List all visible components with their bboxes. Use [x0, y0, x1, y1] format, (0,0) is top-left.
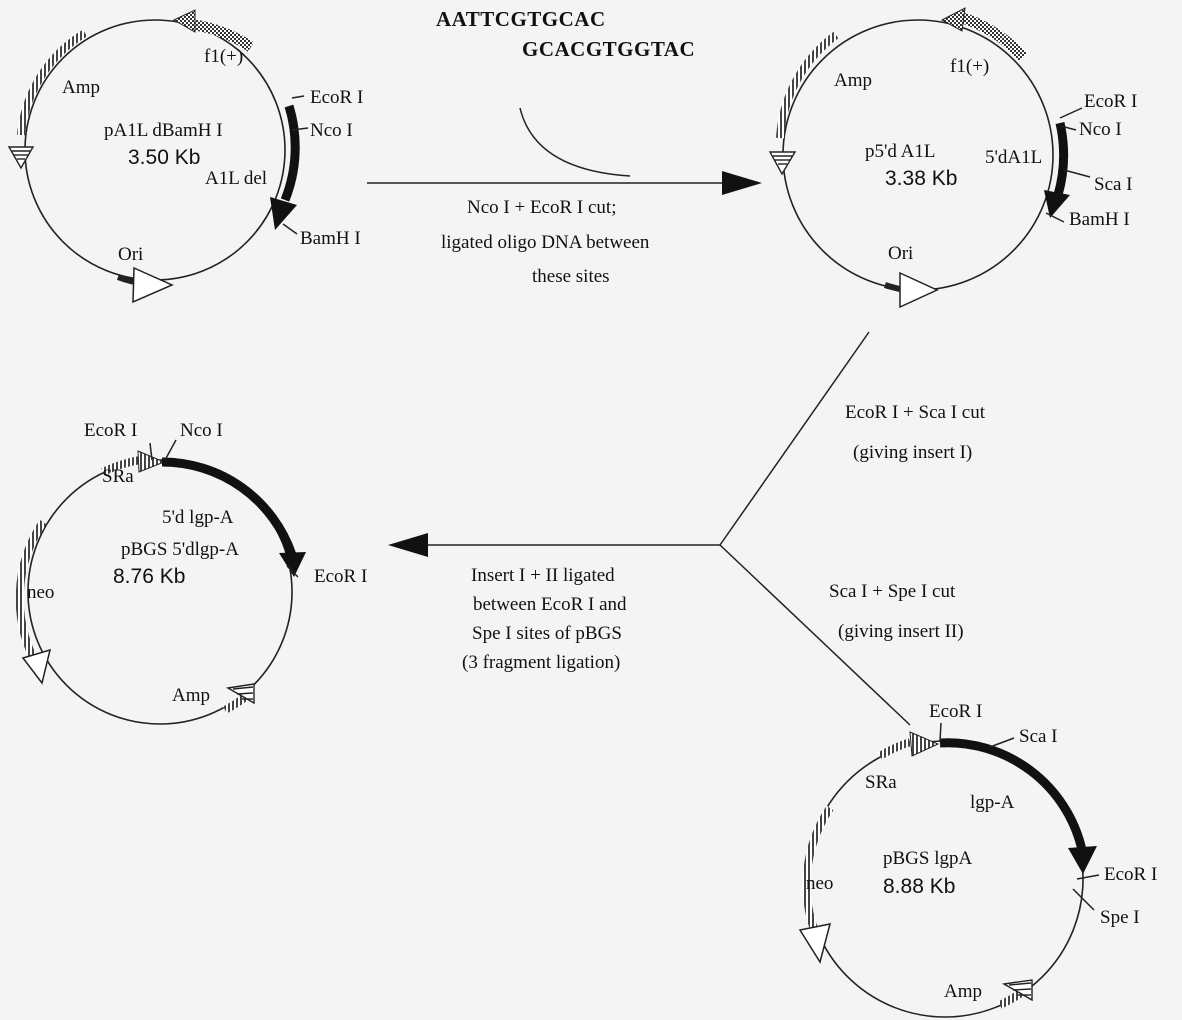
step-1-arrowhead	[722, 171, 762, 195]
5da1l-arrowhead	[1044, 190, 1070, 218]
gene-label: lgp-A	[970, 792, 1015, 813]
ecori-site-label: EcoR I	[929, 701, 982, 722]
plasmid-size: 3.50 Kb	[128, 146, 200, 169]
amp-gene-segment	[776, 31, 839, 139]
plasmid-size: 8.76 Kb	[113, 565, 185, 588]
plasmid-name: pBGS 5'dlgp-A	[121, 539, 239, 560]
a1l-del-arrowhead	[270, 197, 297, 230]
plasmid-p5d-a1l: f1(+) Amp EcoR I Nco I p5'd A1L 5'dA1L 3…	[768, 7, 1137, 309]
sra-label: SRa	[102, 466, 134, 487]
amp-gene-segment	[17, 29, 88, 136]
sra-promoter-segment	[877, 738, 912, 760]
amp-label: Amp	[172, 685, 210, 706]
neo-label: neo	[806, 873, 833, 894]
plasmid-pa1l-dbamhi: f1(+) Amp EcoR I Nco I pA1L dBamH I 3.50…	[7, 9, 363, 304]
gene-label: A1L del	[205, 168, 267, 189]
oligo-bottom-strand: GCACGTGGTAC	[522, 37, 695, 61]
plasmid-size: 8.88 Kb	[883, 875, 955, 898]
ecori-site-label: EcoR I	[314, 566, 367, 587]
plasmid-name: pA1L dBamH I	[104, 120, 223, 141]
step-3-line	[719, 544, 911, 726]
sra-label: SRa	[865, 772, 897, 793]
f1-arrowhead	[172, 9, 196, 33]
ncoi-site-label: Nco I	[180, 420, 223, 441]
plasmid-name: p5'd A1L	[865, 141, 935, 162]
5da1l-gene-arrow	[1053, 122, 1069, 197]
step-4-line-3: Spe I sites of pBGS	[472, 623, 622, 644]
step-1-line-3: these sites	[532, 266, 610, 287]
plasmid-name: pBGS lgpA	[883, 848, 972, 869]
ori-label: Ori	[118, 244, 143, 265]
ncoi-site-label: Nco I	[1079, 119, 1122, 140]
neo-arrowhead	[21, 648, 52, 685]
step-1-line-2: ligated oligo DNA between	[441, 232, 650, 253]
amp-arrowhead	[7, 146, 35, 170]
plasmid-pbgs-5dlgp-a: EcoR I Nco I SRa 5'd lgp-A pBGS 5'dlgp-A…	[15, 420, 367, 725]
amp-label: Amp	[834, 70, 872, 91]
f1-origin-segment	[958, 11, 1028, 61]
ori-arrowhead	[132, 266, 174, 304]
sra-arrowhead	[909, 731, 940, 757]
f1-origin-segment	[194, 19, 255, 52]
bamhi-site-label: BamH I	[300, 228, 361, 249]
scai-site-label: Sca I	[1094, 174, 1133, 195]
neo-gene-segment	[15, 519, 47, 667]
a1l-del-gene-arrow	[280, 104, 300, 202]
oligo-top-strand: AATTCGTGCAC	[436, 7, 606, 31]
step-1-line-1: Nco I + EcoR I cut;	[467, 197, 616, 218]
gene-label: 5'dA1L	[985, 147, 1042, 168]
ori-arrowhead	[899, 271, 939, 309]
step-4-arrowhead	[388, 533, 428, 557]
amp-label: Amp	[62, 77, 100, 98]
amp-label: Amp	[944, 981, 982, 1002]
f1-label: f1(+)	[950, 56, 989, 77]
step-4-line-1: Insert I + II ligated	[471, 565, 615, 586]
5dlgp-a-gene-arrow	[161, 457, 297, 557]
plasmid-size: 3.38 Kb	[885, 167, 957, 190]
amp-arrowhead	[768, 151, 797, 176]
f1-label: f1(+)	[204, 46, 243, 67]
lgp-a-gene-arrow	[939, 738, 1087, 852]
neo-gene-segment	[802, 805, 834, 939]
step-2-line	[719, 331, 870, 546]
ecori-site-label: EcoR I	[310, 87, 363, 108]
ecori-site-label: EcoR I	[1104, 864, 1157, 885]
scai-site-label: Sca I	[1019, 726, 1058, 747]
step-4-line-4: (3 fragment ligation)	[462, 652, 620, 673]
step-3-line-1: Sca I + Spe I cut	[829, 581, 956, 602]
ecori-site-label: EcoR I	[1084, 91, 1137, 112]
step-4-line-2: between EcoR I and	[473, 594, 627, 615]
5dlgp-a-arrowhead	[279, 552, 306, 577]
amp-arrowhead	[1001, 979, 1033, 1002]
plasmid-pbgs-lgpa: EcoR I Sca I SRa lgp-A pBGS lgpA EcoR I …	[798, 701, 1157, 1018]
bamhi-site-label: BamH I	[1069, 209, 1130, 230]
ecori-site-label: EcoR I	[84, 420, 137, 441]
ncoi-site-label: Nco I	[310, 120, 353, 141]
neo-label: neo	[27, 582, 54, 603]
lgp-a-arrowhead	[1068, 846, 1097, 874]
step-2-line-2: (giving insert I)	[853, 442, 972, 463]
oligo-insertion-curve	[519, 107, 631, 177]
gene-label: 5'd lgp-A	[162, 507, 234, 528]
amp-arrowhead	[225, 683, 255, 705]
spei-site-label: Spe I	[1100, 907, 1140, 928]
step-3-line-2: (giving insert II)	[838, 621, 964, 642]
step-1: AATTCGTGCAC GCACGTGGTAC Nco I + EcoR I c…	[367, 7, 762, 287]
step-2-line-1: EcoR I + Sca I cut	[845, 402, 986, 423]
f1-arrowhead	[940, 7, 966, 32]
steps-2-4: EcoR I + Sca I cut (giving insert I) Sca…	[388, 331, 986, 726]
ori-label: Ori	[888, 243, 913, 264]
neo-arrowhead	[798, 923, 832, 964]
